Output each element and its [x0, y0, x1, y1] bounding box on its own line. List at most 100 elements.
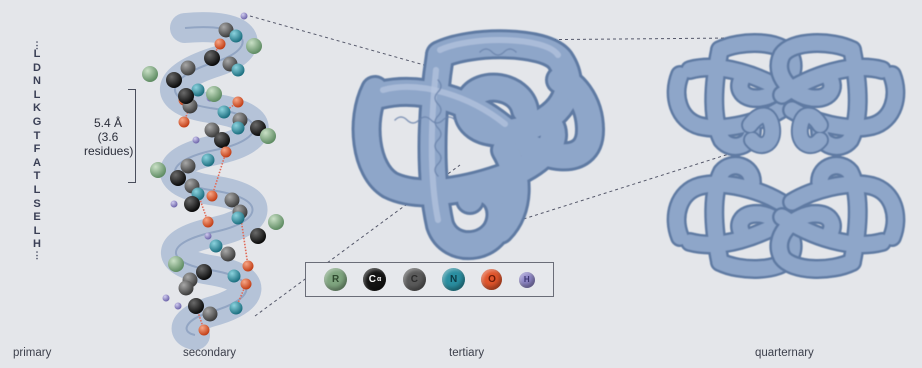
atom-c — [179, 281, 194, 296]
label-primary: primary — [13, 347, 51, 359]
hydrogen-bond — [196, 306, 204, 330]
helix-ribbon-edge — [175, 27, 254, 335]
atom-c — [233, 113, 248, 128]
atom-ca — [196, 264, 212, 280]
atom-h — [171, 201, 178, 208]
atom-o — [199, 325, 210, 336]
atom-ca — [170, 170, 186, 186]
label-tertiary: tertiary — [449, 347, 484, 359]
atom-c — [181, 159, 196, 174]
residue-1: L — [34, 48, 41, 62]
atom-o — [179, 95, 190, 106]
legend-oxygen: O — [481, 269, 502, 290]
atom-o — [243, 261, 254, 272]
atom-c — [223, 57, 238, 72]
atom-c — [181, 61, 196, 76]
atom-legend: R Cα C N O H — [305, 262, 554, 297]
hydrogen-bond — [212, 152, 226, 196]
atom-r — [168, 256, 184, 272]
atom-n — [192, 84, 205, 97]
atom-o — [215, 39, 226, 50]
sequence-ellipsis-bottom: ⋮ — [33, 252, 42, 258]
atom-n — [228, 270, 241, 283]
tertiary-fold — [367, 40, 590, 245]
residue-5: K — [33, 102, 41, 116]
atom-o — [207, 191, 218, 202]
atom-h — [163, 295, 170, 302]
legend-alpha-carbon: Cα — [363, 268, 386, 291]
residue-6: G — [33, 116, 42, 130]
hydrogen-bond — [224, 102, 238, 112]
helix-rise-distance: 5.4 Å — [84, 116, 132, 130]
residue-14: L — [34, 225, 41, 239]
atom-r — [260, 128, 276, 144]
hydrogen-bonds — [184, 44, 248, 330]
atom-n — [230, 302, 243, 315]
guide-line-bottom-right — [495, 148, 748, 228]
residue-11: L — [34, 184, 41, 198]
residue-3: N — [33, 75, 41, 89]
primary-sequence: ⋮ L D N L K G T F A T L S E L H ⋮ — [28, 42, 46, 258]
hydrogen-bond — [212, 44, 220, 58]
atom-r — [246, 38, 262, 54]
atom-o — [221, 147, 232, 158]
hydrogen-bond — [184, 106, 190, 122]
atom-c — [185, 179, 200, 194]
atom-n — [192, 188, 205, 201]
atom-n — [232, 64, 245, 77]
atom-h — [207, 95, 214, 102]
quaternary-assembly — [677, 43, 896, 269]
atom-h — [241, 13, 248, 20]
atom-c — [219, 23, 234, 38]
residue-13: E — [33, 211, 40, 225]
label-quaternary: quarternary — [755, 347, 814, 359]
atom-n — [232, 212, 245, 225]
helix-rise-bracket — [128, 89, 136, 183]
helix-rise-residues-1: (3.6 — [84, 130, 132, 144]
atom-ca — [166, 72, 182, 88]
atom-h — [205, 233, 212, 240]
helix-rise-residues-2: residues) — [84, 144, 132, 158]
helix-ribbon — [175, 27, 254, 335]
legend-hydrogen: H — [519, 272, 535, 288]
atom-c — [205, 123, 220, 138]
atom-r — [206, 86, 222, 102]
hydrogen-bond — [236, 284, 246, 308]
atom-c — [203, 307, 218, 322]
atom-n — [202, 154, 215, 167]
atom-n — [232, 122, 245, 135]
atom-ca — [188, 298, 204, 314]
atom-ca — [250, 228, 266, 244]
residue-2: D — [33, 62, 41, 76]
atom-c — [225, 193, 240, 208]
label-secondary: secondary — [183, 347, 236, 359]
atom-o — [241, 279, 252, 290]
guide-line-top-right — [505, 38, 735, 40]
atom-ca — [214, 132, 230, 148]
residue-8: F — [34, 143, 41, 157]
legend-nitrogen: N — [442, 268, 465, 291]
atom-ca — [250, 120, 266, 136]
hydrogen-bond — [198, 194, 208, 222]
atom-h — [193, 137, 200, 144]
residue-7: T — [34, 130, 41, 144]
atom-n — [218, 106, 231, 119]
residue-12: S — [33, 198, 40, 212]
residue-9: A — [33, 157, 41, 171]
atom-c — [221, 247, 236, 262]
atom-n — [210, 240, 223, 253]
guide-line-top-left — [250, 16, 442, 70]
helix-rise-label: 5.4 Å (3.6 residues) — [84, 116, 132, 158]
atom-o — [179, 117, 190, 128]
atom-c — [183, 99, 198, 114]
atom-r — [142, 66, 158, 82]
atom-r — [150, 162, 166, 178]
hydrogen-bond — [240, 212, 248, 266]
legend-r-group: R — [324, 268, 347, 291]
legend-carbon: C — [403, 268, 426, 291]
atom-ca — [204, 50, 220, 66]
residue-10: T — [34, 170, 41, 184]
helix-atoms — [142, 13, 284, 336]
